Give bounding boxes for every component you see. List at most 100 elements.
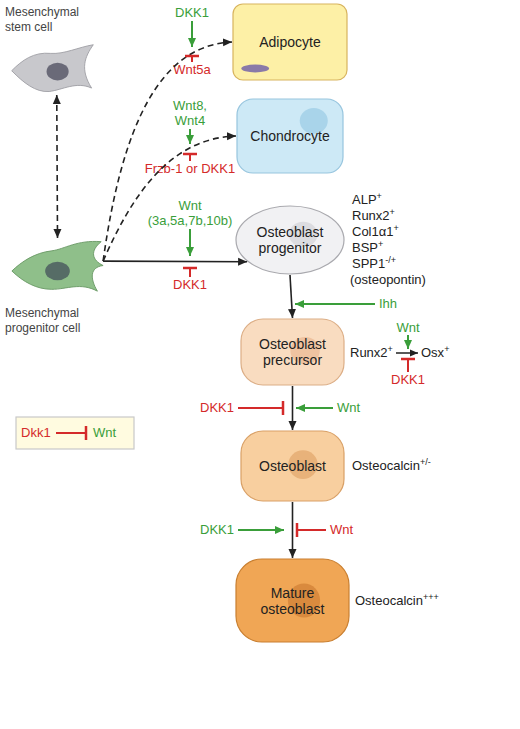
marker-name: Runx2 <box>352 208 390 223</box>
cell-body <box>233 4 347 80</box>
node-text: Dkk1 <box>21 425 61 440</box>
node-text: Adipocyte <box>259 34 320 50</box>
node-text: Mesenchymal progenitor cell <box>5 306 97 336</box>
marker-sign: + <box>393 223 398 233</box>
inhibition-bar <box>296 523 299 537</box>
marker-label: SPP1-/+ <box>352 256 396 271</box>
connector <box>103 42 232 261</box>
marker-sign: + <box>444 344 449 354</box>
activation-arrow <box>407 335 409 349</box>
marker-name: Osx <box>421 345 444 360</box>
inhibition-stem <box>238 407 283 409</box>
activation-arrow <box>191 21 193 47</box>
marker-label: ALP+ <box>352 192 382 207</box>
marker-label: Osteocalcin+++ <box>355 593 439 608</box>
marker-sign: -/+ <box>385 255 396 265</box>
cell-body <box>12 241 103 291</box>
regulator-label: Wnt <box>330 522 353 537</box>
node-text: Wnt <box>93 425 133 440</box>
cell-body <box>236 559 349 642</box>
marker-sign: + <box>390 207 395 217</box>
regulator-label: DKK1 <box>170 277 210 292</box>
cell-node: Adipocyte <box>232 3 348 81</box>
activation-arrow <box>296 407 333 409</box>
inhibition-bar <box>282 401 285 415</box>
connector <box>292 386 294 430</box>
cell-body <box>241 319 344 385</box>
node-shape <box>10 43 95 95</box>
regulator-label: Frzb-1 or DKK1 <box>135 161 245 176</box>
cell-nucleus <box>45 262 70 281</box>
regulator-label: DKK1 <box>390 372 426 387</box>
marker-name: SPP1 <box>352 256 385 271</box>
node-text: Osteoblast <box>259 458 326 474</box>
cell-nucleus <box>47 63 69 81</box>
cell-body <box>16 417 134 449</box>
marker-name: Osteocalcin <box>352 458 420 473</box>
cell-body <box>12 45 94 92</box>
conversion-arrow <box>396 352 418 354</box>
marker-sign: +/- <box>420 457 431 467</box>
connector <box>103 260 247 262</box>
node-text-area: Adipocyte <box>232 3 348 81</box>
node-text: Osteoblast progenitor <box>245 224 335 256</box>
regulator-label: Wnt <box>337 400 360 415</box>
inhibition-bar <box>183 153 197 156</box>
node-text: Osteoblast precursor <box>250 336 335 368</box>
cell-node: Mesenchymal progenitor cell <box>5 238 105 348</box>
inhibition-stem <box>189 268 191 277</box>
marker-name: Col1α1 <box>352 224 393 239</box>
node-text: Mature osteoblast <box>245 585 340 617</box>
node-text-area: Chondrocyte <box>236 98 344 174</box>
marker-label: Col1α1+ <box>352 224 399 239</box>
marker-label: BSP+ <box>352 240 383 255</box>
node-text: Chondrocyte <box>250 128 329 144</box>
cell-body <box>241 431 344 501</box>
regulator-label: DKK1 <box>172 5 212 20</box>
node-text-area: Osteoblast progenitor <box>235 205 345 275</box>
cell-node: Mature osteoblast <box>235 558 350 643</box>
cell-body <box>236 206 344 274</box>
node-text: Mesenchymal stem cell <box>5 5 85 35</box>
regulator-label: (osteopontin) <box>350 272 426 287</box>
activation-arrow <box>238 529 284 531</box>
cell-node: Osteoblast precursor <box>240 318 345 386</box>
node-text-area: Osteoblast <box>240 430 345 502</box>
marker-name: Osteocalcin <box>355 593 423 608</box>
cell-body <box>237 99 343 173</box>
marker-name: ALP <box>352 192 377 207</box>
inhibition-bar <box>401 358 415 361</box>
cell-node: Osteoblast progenitor <box>235 205 345 275</box>
node-text-area: Mature osteoblast <box>235 558 350 643</box>
cell-node: Chondrocyte <box>236 98 344 174</box>
regulator-label: Ihh <box>379 296 397 311</box>
activation-arrow <box>189 129 191 144</box>
inhibition-stem <box>297 529 326 531</box>
cell-node: Dkk1 Wnt <box>15 416 135 450</box>
cell-nucleus <box>241 65 269 73</box>
marker-name: Runx2 <box>350 345 388 360</box>
marker-sign: + <box>377 191 382 201</box>
marker-name: BSP <box>352 240 378 255</box>
marker-sign: + <box>388 344 393 354</box>
marker-label: Runx2+ <box>350 345 393 360</box>
node-text-area: Osteoblast precursor <box>240 318 345 386</box>
connector <box>56 95 58 238</box>
regulator-label: Wnt8, Wnt4 <box>165 98 215 128</box>
marker-label: Osx+ <box>421 345 449 360</box>
activation-arrow <box>295 303 375 305</box>
inhibition-stem <box>189 154 191 161</box>
inhibition-bar <box>183 267 197 270</box>
regulator-label: DKK1 <box>200 522 234 537</box>
inhibition-stem <box>191 56 193 62</box>
inhibition-bar <box>185 55 199 58</box>
regulator-label: Wnt <box>393 320 423 335</box>
cell-node: Mesenchymal stem cell <box>5 5 100 100</box>
node-shape <box>10 238 105 293</box>
cell-node: Osteoblast <box>240 430 345 502</box>
inhibition-stem <box>407 359 409 372</box>
connector <box>292 502 294 558</box>
connector <box>103 136 236 261</box>
marker-label: Runx2+ <box>352 208 395 223</box>
